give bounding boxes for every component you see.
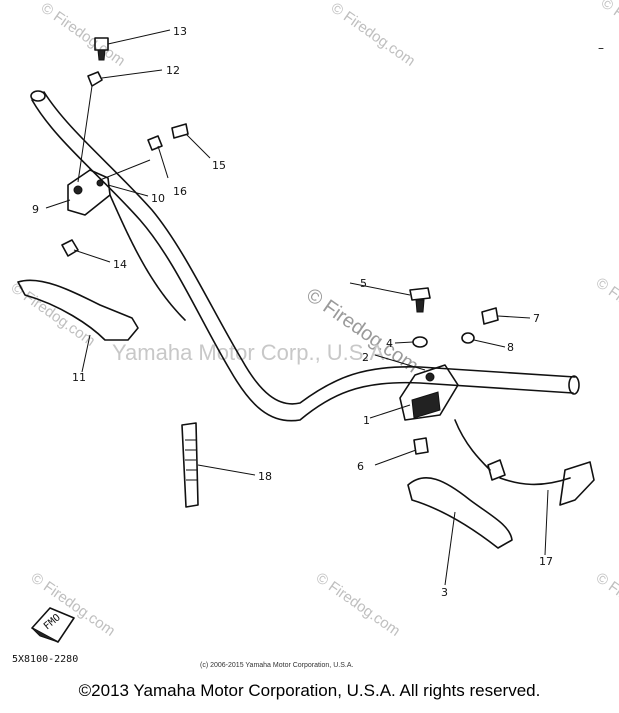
diagram-code: 5X8100-2280 [12, 654, 78, 665]
small-copyright: (c) 2006-2015 Yamaha Motor Corporation, … [200, 662, 353, 669]
watermark-text: © Firedog.com [38, 0, 129, 70]
watermark-text: © Firedog.com [28, 569, 119, 639]
part-label: 7 [533, 312, 540, 325]
watermark-text: © Firedog.com [8, 279, 99, 349]
part-label: 10 [151, 192, 165, 205]
part-labels: 1 2 3 4 5 6 7 8 9 10 11 12 13 14 15 16 1… [32, 25, 553, 599]
watermarks: © Firedog.com © Firedog.com © Firedog.co… [8, 0, 619, 640]
left-lever [17, 279, 139, 341]
footer-copyright: ©2013 Yamaha Motor Corporation, U.S.A. A… [78, 681, 541, 700]
part-label: 1 [363, 414, 370, 427]
part-label: 5 [360, 277, 367, 290]
part-label: 17 [539, 555, 553, 568]
part-label: 6 [357, 460, 364, 473]
part-label: 15 [212, 159, 226, 172]
part-label: 3 [441, 586, 448, 599]
stamp-text: FMO [42, 612, 63, 632]
watermark-text: © Firedog.com [313, 569, 404, 639]
right-clamp-assembly [399, 287, 499, 455]
watermark-text: © Firedog.com [593, 569, 619, 639]
part-label: 14 [113, 258, 127, 271]
cable-strap [181, 422, 199, 508]
part-label: 18 [258, 470, 272, 483]
part-label: 8 [507, 341, 514, 354]
fmo-stamp: FMO [31, 607, 75, 643]
part-label: 4 [386, 337, 393, 350]
part-label: 9 [32, 203, 39, 216]
part-label: 11 [72, 371, 86, 384]
part-label: 13 [173, 25, 187, 38]
left-clamp-assembly [61, 37, 189, 257]
right-lever [407, 476, 513, 549]
leader-lines [45, 29, 549, 586]
part-label: 16 [173, 185, 187, 198]
handlebar [30, 90, 580, 422]
watermark-text: © Firedog.com [598, 0, 619, 65]
switch-cable [454, 419, 595, 506]
part-label: 2 [362, 351, 369, 364]
watermark-company: Yamaha Motor Corp., U.S.A. [112, 340, 390, 365]
top-right-mark: – [598, 41, 604, 55]
watermark-text: © Firedog.com [328, 0, 419, 70]
part-label: 12 [166, 64, 180, 77]
watermark-text: © Firedog.com [593, 274, 619, 344]
